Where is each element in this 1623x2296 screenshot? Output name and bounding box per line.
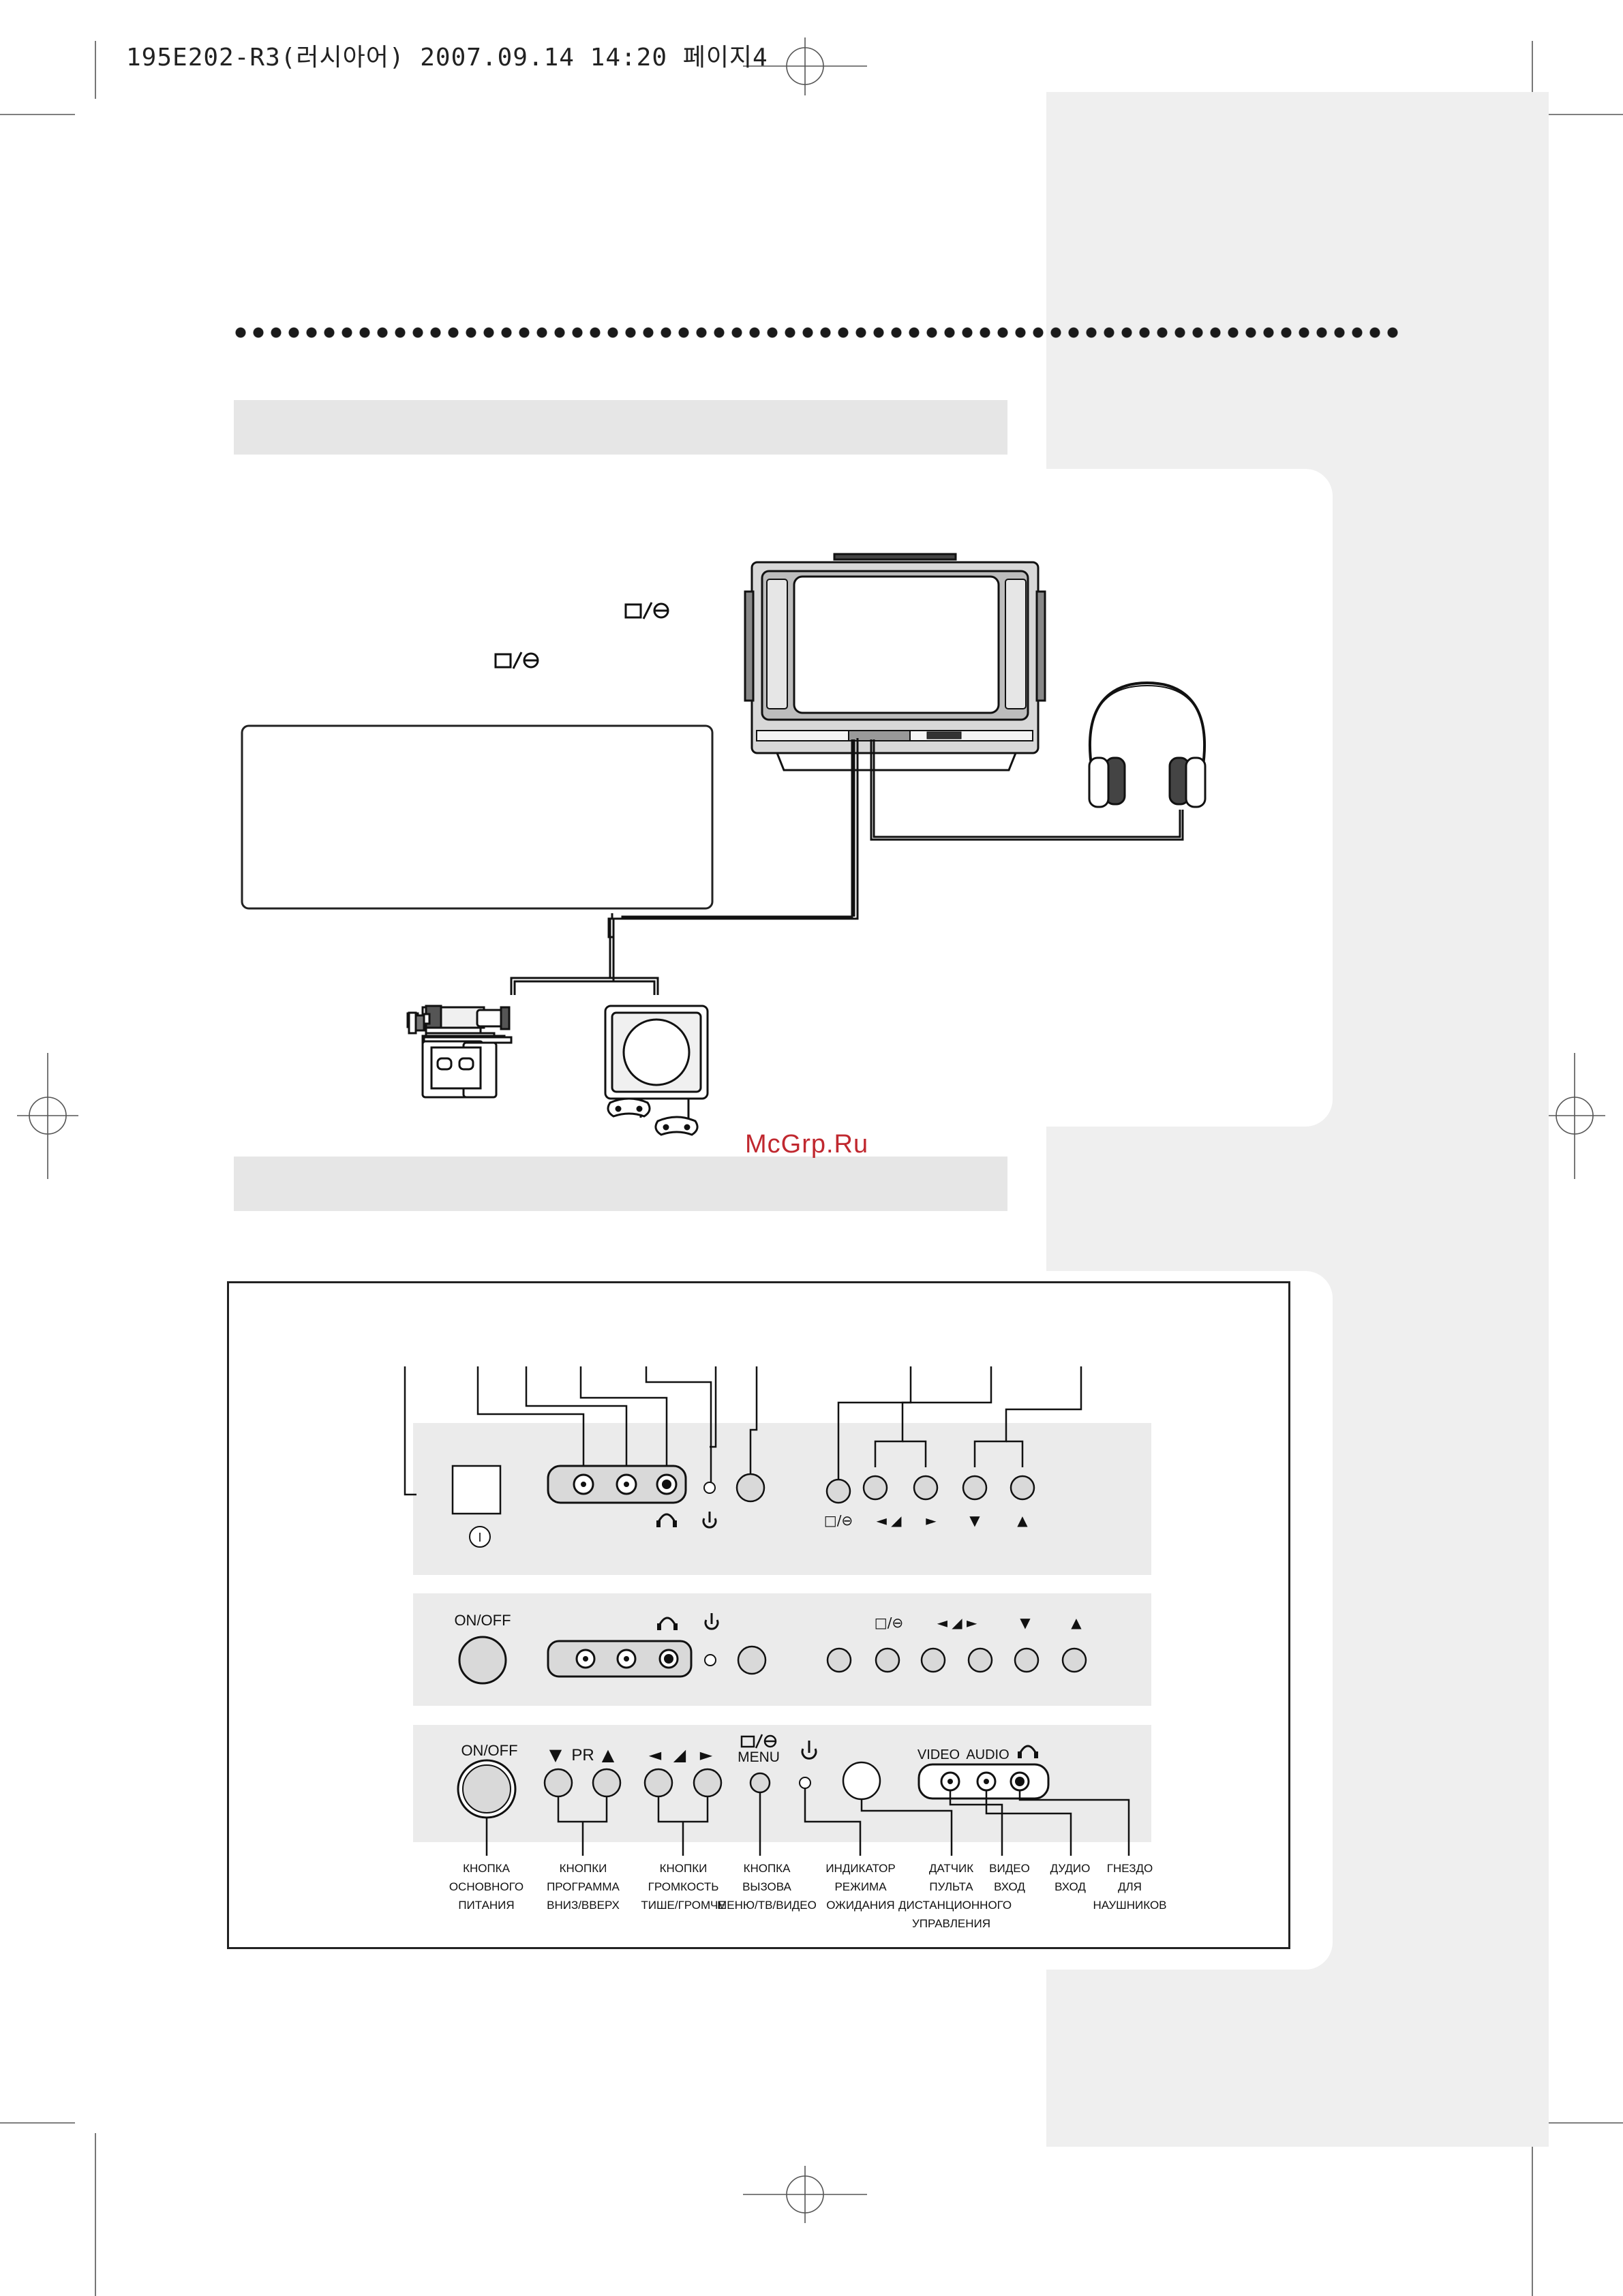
- page-header: 195E202-R3(러시아어) 2007.09.14 14:20 페이지4: [126, 44, 768, 72]
- panel2-background: [413, 1593, 1151, 1706]
- panel1-vol-up-symbol: ►: [926, 1512, 937, 1529]
- tv-av-switch-icon: [624, 602, 669, 619]
- headphone-icon: [657, 1513, 676, 1522]
- camcorder-icon: [406, 1005, 513, 1099]
- panel1-power-switch[interactable]: [451, 1465, 502, 1515]
- callout-audio-in: ДУДИО ВХОД: [1050, 1862, 1091, 1893]
- panel1-pr-up-symbol: ▲: [1017, 1512, 1028, 1529]
- headphone-icon: [1018, 1745, 1037, 1754]
- panel1-power-symbol: I: [478, 1531, 481, 1544]
- panel2-onoff-button[interactable]: [458, 1636, 507, 1685]
- note-box: [241, 724, 714, 910]
- panel3-pr-down-button[interactable]: [543, 1768, 573, 1798]
- panel3-onoff-label: ON/OFF: [461, 1742, 517, 1759]
- connection-diagram: [241, 553, 1207, 1136]
- panel1-vol-down-symbol: ◄ ◢: [876, 1512, 902, 1529]
- panel1-pr-down-button[interactable]: [962, 1475, 988, 1501]
- panel3-pr-down-arrow: ▼: [549, 1745, 562, 1764]
- panel2-standby-led: [704, 1654, 716, 1666]
- callout-standby-indicator: ИНДИКАТОР РЕЖИМА ОЖИДАНИЯ: [825, 1862, 896, 1912]
- panel2-onoff-label: ON/OFF: [454, 1612, 511, 1629]
- panel3-standby-led: [799, 1777, 811, 1789]
- game-console-icon: [604, 1005, 709, 1136]
- callout-video-in: ВИДЕО ВХОД: [989, 1862, 1030, 1893]
- headphone-icon: [658, 1617, 677, 1626]
- panel1-vol-up-button[interactable]: [913, 1475, 939, 1501]
- panel1-background: [413, 1423, 1151, 1575]
- power-icon: [801, 1741, 817, 1760]
- panel3-callout-lines: [485, 1788, 1130, 1856]
- headphones-icon: [1088, 681, 1207, 808]
- tv-av-switch-icon: [494, 652, 539, 669]
- panel2-pr-down-symbol: ▼: [1020, 1614, 1031, 1631]
- panel2-pr-up-symbol: ▲: [1071, 1614, 1082, 1631]
- panel1-standby-led: [703, 1482, 716, 1494]
- section-bar-controls: [234, 1157, 1007, 1211]
- panel2-vol-up-button[interactable]: [967, 1647, 993, 1673]
- power-icon: [702, 1512, 717, 1529]
- panel1-pr-up-button[interactable]: [1010, 1475, 1035, 1501]
- panel1-remote-sensor: [735, 1473, 765, 1503]
- panel2-vol-down-button[interactable]: [920, 1647, 946, 1673]
- panel1-leader-lines: [404, 1366, 1082, 1496]
- callout-volume-buttons: КНОПКИ ГРОМКОСТЬ ТИШЕ/ГРОМЧЕ: [641, 1862, 726, 1912]
- panel3-pr-up-arrow: ▲: [602, 1745, 615, 1764]
- panel3-volume-icon: ◢: [673, 1745, 686, 1764]
- panel1-tv-av-button[interactable]: [825, 1478, 851, 1504]
- tv-set-icon: [744, 553, 1046, 771]
- callout-main-power: КНОПКА ОСНОВНОГО ПИТАНИЯ: [449, 1862, 524, 1912]
- panel2-tv-av-button[interactable]: [875, 1647, 900, 1673]
- panel3-vol-down-arrow: ◄: [649, 1745, 662, 1764]
- panel2-tv-av-symbol: □/⊖: [875, 1614, 903, 1631]
- panel2-remote-sensor: [737, 1645, 767, 1675]
- callout-headphone-jack: ГНЕЗДО ДЛЯ НАУШНИКОВ: [1093, 1862, 1167, 1912]
- panel3-audio-label: AUDIO: [966, 1747, 1009, 1762]
- power-icon: [704, 1613, 719, 1630]
- tv-av-switch-icon: [740, 1734, 777, 1749]
- panel3-pr-label: PR: [571, 1746, 594, 1764]
- section-bar-connection: [234, 400, 1007, 455]
- watermark: McGrp.Ru: [745, 1130, 869, 1159]
- panel3-remote-sensor: [842, 1761, 881, 1801]
- panel3-vol-down-button[interactable]: [643, 1768, 673, 1798]
- panel3-video-label: VIDEO: [917, 1747, 960, 1762]
- callout-program-buttons: КНОПКИ ПРОГРАММА ВНИЗ/ВВЕРХ: [547, 1862, 620, 1912]
- panel1-tv-av-symbol: □/⊖: [824, 1512, 853, 1529]
- panel2-vol-symbols: ◄ ◢ ►: [937, 1614, 977, 1631]
- callout-menu-button: КНОПКА ВЫЗОВА МЕНЮ/ТВ/ВИДЕО: [717, 1862, 817, 1912]
- panel3-menu-button[interactable]: [749, 1772, 771, 1794]
- panel1-vol-down-button[interactable]: [862, 1475, 888, 1501]
- panel1-pr-down-symbol: ▼: [969, 1512, 980, 1529]
- panel3-vol-up-arrow: ►: [700, 1745, 713, 1764]
- panel3-vol-up-button[interactable]: [693, 1768, 723, 1798]
- dotted-divider: [232, 324, 1401, 341]
- panel2-button-1[interactable]: [826, 1647, 852, 1673]
- panel2-pr-up-button[interactable]: [1061, 1647, 1087, 1673]
- panel2-pr-down-button[interactable]: [1014, 1647, 1040, 1673]
- panel3-pr-up-button[interactable]: [592, 1768, 622, 1798]
- callout-remote-sensor: ДАТЧИК ПУЛЬТА ДИСТАНЦИОННОГО УПРАВЛЕНИЯ: [898, 1862, 1012, 1930]
- control-panels: I □/⊖ ◄ ◢ ► ▼ ▲ ON/OFF □/⊖ ◄ ◢ ► ▼ ▲: [404, 1366, 1151, 1856]
- panel3-menu-label: MENU: [738, 1749, 780, 1765]
